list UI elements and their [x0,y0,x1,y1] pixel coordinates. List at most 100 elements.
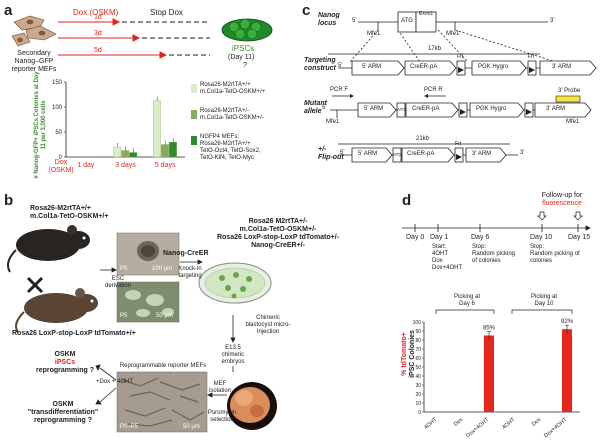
follow-up-label: Follow-up for fluorescence [522,192,600,208]
flipout-label: +/- Flip-out [318,146,344,161]
arrow-time-3: 5d [94,47,102,54]
kb17-label: 17kb [428,46,442,52]
chart-d-y-tick-label: 100 [413,320,422,326]
petri-dish-icon [198,262,272,304]
mouse-black-icon [7,225,90,273]
flip-3prime: 3' [520,150,525,156]
chart-d-y-tick-label: 30 [415,383,421,389]
chart-d-y-tick-label: 70 [415,347,421,353]
chart-d-y-tick-label: 40 [415,374,421,380]
tdtomato-ylabel: % tdTomato+ [401,332,408,376]
fibroblast-cells [11,15,57,47]
stop-dox-label: Stop Dox [150,8,183,17]
day-10: Day 10 [530,234,553,241]
arrow-time-2: 3d [94,30,102,37]
chart-d-y-tick-label: 20 [415,392,421,398]
chart-a-category-label: 3 days [115,162,136,169]
ipscs-label: iPSCs [54,359,76,366]
scale-bar-2: 50 μm [156,313,173,319]
mutant-label: Mutant allele [304,100,327,115]
ipsc-day-label: (Day 11) [228,54,255,61]
micrograph-mef [116,371,208,433]
mut-mfe1-left: Mfe1 [326,119,340,125]
esc-derivation: ESC derivation [104,276,131,289]
picking-day6: Picking at Day 6 [453,294,480,307]
chart-d-data-label: 92% [561,319,574,325]
nanog-creer-label: Nanog-CreER [163,250,209,257]
legend-swatch-1 [191,84,197,93]
knockin-label: Knock-in targeting [178,266,202,279]
scale-bar-1: 100 μm [152,266,173,272]
ipsc-question: ? [243,62,247,69]
ipsc-colony [221,18,273,42]
chart-a-legend-1: Rosa26-M2rtTA+/+ m.Col1a-TetO-OSKM+/+ [200,82,266,95]
p5-label: P5 [120,313,128,319]
chart-d-category-label: 4OHT [423,417,439,431]
day1-notes: Start: 4OHT Dox Dox+4OHT [432,244,463,271]
reprogramming-label-1: reprogramming ? [36,367,94,374]
chart-d-category-label: Dox [453,417,465,428]
chart-d-y-tick-label: 0 [418,410,421,416]
chart-d-ylabel: % tdTomato+ iPSC Colonies [401,309,417,399]
flip-atg: ATG [393,152,402,157]
e135-label: E13.5 chimeric embryos [221,345,245,365]
mut-5arm: 5' ARM [364,106,384,112]
day10-notes: Stop: Random picking of colonies [530,244,580,264]
mut-5prime: 5' [322,105,327,111]
chart-d-y-tick-label: 50 [415,365,421,371]
arrow-time-1: 1d [94,14,102,21]
chart-a-y-tick-label: 150 [52,80,63,86]
chart-a-category-label: 1 day [77,162,95,169]
tc-5prime: 5' [338,63,343,69]
flip-5arm: 5' ARM [358,151,378,157]
tc-frt-2: Frt [528,54,535,60]
panel-d-label: d [402,192,412,209]
mouse2-genotype: Rosa26 LoxP-stop-LoxP tdTomato+/+ [12,330,136,337]
chart-d-y-tick-label: 90 [415,329,421,335]
day-1: Day 1 [430,234,449,241]
targeting-label: Targeting construct [304,57,336,72]
transdiff-label: "transdifferentiation" [27,409,99,416]
chart-a-legend-2: Rosa26-M2rtTA+/- m.Col1a-TetO-OSKM+/- [200,108,264,121]
mut-pcr-f: PCR F [330,87,348,93]
chart-d-y-tick-label: 60 [415,356,421,362]
oskm-label-2: OSKM [52,401,74,408]
chart-d-category-label: Dox [531,417,543,428]
locus-exon1: Exon1 [419,11,434,17]
flip-frt: Frt [455,141,462,147]
mouse1-genotype: Rosa26-M2rtTA+/+ m.Col1a-TetO-OSKM+/+ [30,205,109,220]
panel-a-label: a [4,2,13,19]
cross-icon [26,276,44,294]
dox-oskm-label: Dox (OSKM) [73,8,119,17]
chart-d-category-label: Dox+4OHT [543,417,569,440]
mut-creer: CreER-pA [412,106,440,112]
locus-3prime: 3' [550,18,555,24]
chimeric-injection: Chimeric blastocyst micro- Injection [245,315,291,335]
fluorescence-text: fluorescence [542,200,582,207]
legend-swatch-2 [191,110,197,119]
locus-5prime: 5' [352,18,357,24]
mef-isolation: MEF isolation [208,381,231,394]
tc-3arm: 3' ARM [552,64,572,70]
probe-bar [555,95,581,103]
result-genotype: Rosa26 M2rtTA+/- m.Col1a-TetO-OSKM+/- Ro… [216,218,340,249]
chart-d-category-label: Dox+4OHT [465,417,491,440]
day-6: Day 6 [471,234,490,241]
chart-a-y-tick-label: 50 [55,130,62,136]
legend-swatch-3 [191,136,197,145]
ipsc-label: iPSCs [232,44,255,53]
dox-oskm-axis-label: Dox (OSKM) [48,159,74,174]
chart-a-y-tick-label: 100 [52,105,63,111]
ipsc-colonies-ylabel: iPSC Colonies [409,330,416,378]
picking-day10: Picking at Day 10 [530,294,557,307]
day-15: Day 15 [568,234,591,241]
chart-d-y-tick-label: 80 [415,338,421,344]
follow-up-text: Follow-up for [541,192,583,199]
chart-a-category-label: 5 days [155,162,176,169]
mouse-brown-icon [15,288,98,333]
dox-4oht-label: +Dox + 4OHT [96,379,134,385]
